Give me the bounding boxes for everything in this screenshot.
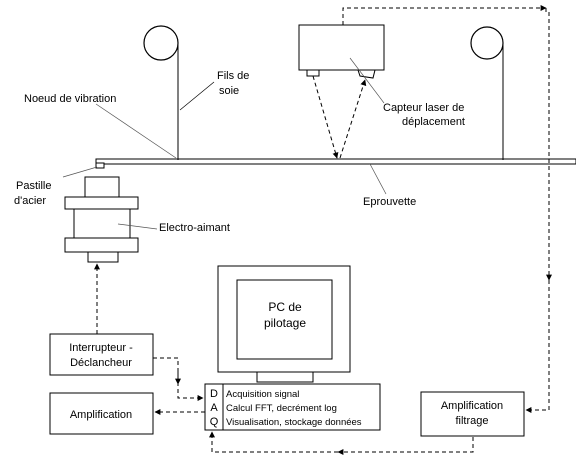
amplification-filtrage-box [420,391,525,437]
daq-line-visualisation: Visualisation, stockage données [226,417,362,428]
left-pulley [143,25,179,61]
pc-label-line2: pilotage [264,316,306,330]
specimen-bar [95,158,576,165]
label-pastille-line2: d'acier [14,195,46,207]
laser-receiver [357,69,376,79]
daq-unit [204,383,381,431]
electromagnet [64,176,139,263]
label-fils-line1: Fils de [217,70,249,82]
label-fils-line2: soie [219,85,239,97]
label-pastille-line1: Pastille [16,180,51,192]
amplification-filtrage-label-line1: Amplification [441,400,503,412]
amplification-box [49,392,154,435]
signal-path [94,5,552,455]
label-electro: Electro-aimant [159,222,230,234]
label-capteur-line1: Capteur laser de [383,102,464,114]
leader-capteur [349,57,385,104]
laser-beam-out [312,75,339,159]
interrupteur-box [49,333,154,376]
daq-letter-q: Q [210,416,219,428]
laser-sensor [298,24,385,71]
amplification-filtrage-label-line2: filtrage [455,415,488,427]
leader-noeud [95,103,177,159]
pc-monitor [217,265,351,383]
leader-fils [179,81,215,111]
interrupteur-label-line1: Interrupteur - [69,342,133,354]
steel-pad [95,162,105,169]
pc-label-line1: PC de [268,300,302,314]
daq-line-calcul: Calcul FFT, decrément log [226,403,337,414]
right-pulley [470,26,504,60]
label-noeud: Noeud de vibration [24,93,116,105]
leader-pastille [62,166,98,178]
interrupteur-label-line2: Déclancheur [70,357,132,369]
label-capteur-line2: déplacement [402,116,465,128]
daq-line-acquisition: Acquisition signal [226,389,299,400]
label-eprouvette: Eprouvette [363,196,416,208]
laser-emitter [306,69,320,77]
amplification-label: Amplification [70,409,132,421]
leader-eprouvette [369,163,387,195]
laser-beam-back [339,79,367,159]
daq-letter-a: A [210,402,218,414]
daq-letter-d: D [210,388,218,400]
leader-electro [117,223,158,230]
